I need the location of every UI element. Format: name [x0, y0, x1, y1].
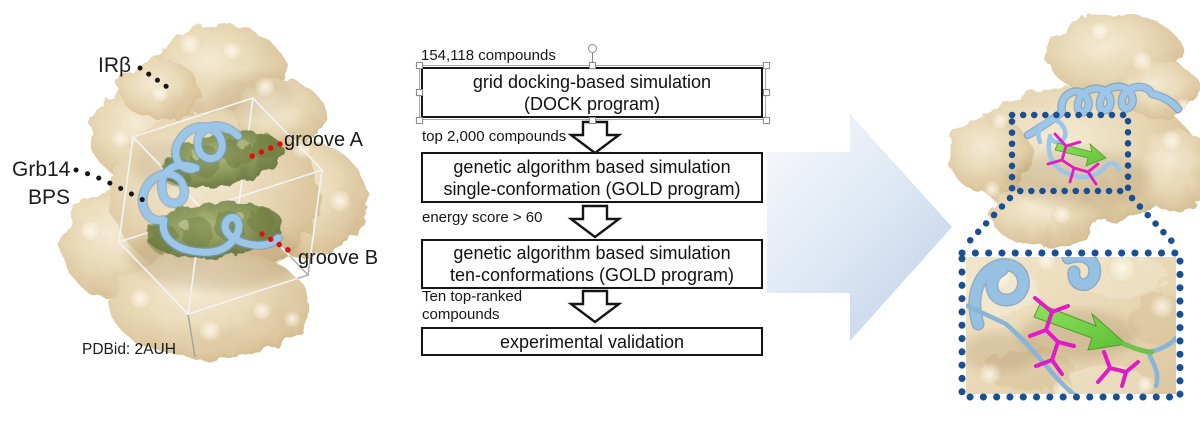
bps-label: BPS [28, 186, 71, 209]
flow-arrows [567, 120, 623, 324]
right-overview-beta-strand [1054, 142, 1107, 167]
irb-leader-dots [137, 65, 173, 92]
down-arrow-icon-3[interactable] [567, 289, 623, 324]
right-overview-ligand-sticks [1046, 132, 1100, 186]
left-protein-surface-image [63, 25, 367, 360]
zoom-inset-image [958, 249, 1184, 401]
zoom-connector-right [1128, 194, 1182, 252]
irb-label: IRβ [98, 54, 132, 77]
down-arrow-icon-2[interactable] [567, 204, 623, 239]
flowchart-box-validation[interactable]: experimental validation [421, 327, 763, 356]
zoom-connector-left [959, 194, 1014, 252]
flowchart-box-gold-single-line2: single-conformation (GOLD program) [443, 178, 741, 199]
down-arrow-icon-1[interactable] [567, 120, 623, 155]
selection-handle-mid-right[interactable] [762, 89, 770, 96]
inset-ligand-sticks [1028, 296, 1140, 388]
flowchart-box-dock[interactable]: grid docking-based simulation (DOCK prog… [421, 67, 763, 118]
flowchart-box-dock-line1: grid docking-based simulation [472, 71, 712, 92]
selection-handle-mid-left[interactable] [415, 89, 423, 96]
selection-handle-top-right[interactable] [762, 61, 770, 69]
rotation-handle[interactable] [588, 44, 597, 53]
right-protein-overview-image [948, 13, 1200, 252]
selection-handle-top-left[interactable] [415, 61, 423, 69]
inset-beta-strand [1033, 303, 1128, 351]
step2-annotation: top 2,000 compounds [422, 128, 567, 145]
groove-b-leader-dots [259, 231, 296, 256]
flowchart-box-gold-ten-line1: genetic algorithm based simulation [453, 243, 731, 263]
selection-handle-top-center[interactable] [589, 61, 596, 69]
flowchart-box-dock-line2: (DOCK program) [523, 93, 661, 114]
flowchart-box-gold-single-line1: genetic algorithm based simulation [453, 156, 731, 177]
right-overview-ribbon [1023, 82, 1183, 180]
grb14-leader-dots [73, 167, 146, 203]
selection-handle-bottom-right[interactable] [762, 116, 770, 124]
groove-b-label: groove B [298, 247, 379, 269]
step4-annotation: Ten top-ranked compounds [422, 288, 522, 324]
step1-annotation: 154,118 compounds [421, 47, 556, 64]
step4-annotation-line2: compounds [422, 306, 500, 323]
big-right-arrow-icon[interactable] [767, 114, 952, 341]
flowchart-box-gold-ten[interactable]: genetic algorithm based simulation ten-c… [421, 239, 763, 289]
flowchart-box-gold-ten-line2: ten-conformations (GOLD program) [449, 265, 735, 285]
flowchart-box-gold-single[interactable]: genetic algorithm based simulation singl… [421, 152, 763, 203]
step4-annotation-line1: Ten top-ranked [422, 288, 523, 305]
zoom-inset-dotted-border [958, 249, 1184, 401]
step3-annotation: energy score > 60 [422, 209, 543, 226]
groove-a-label: groove A [284, 129, 363, 151]
selection-handle-bottom-left[interactable] [415, 116, 423, 124]
grb14-bps-ribbon [137, 121, 283, 258]
flowchart-box-validation-line1: experimental validation [499, 331, 685, 352]
selection-handle-bottom-center[interactable] [589, 116, 596, 124]
pdb-id-label: PDBid: 2AUH [82, 341, 176, 358]
grb14-label: Grb14 [12, 158, 71, 181]
rotation-handle-stem [592, 49, 593, 62]
zoom-region-dotted-box [1008, 111, 1132, 195]
